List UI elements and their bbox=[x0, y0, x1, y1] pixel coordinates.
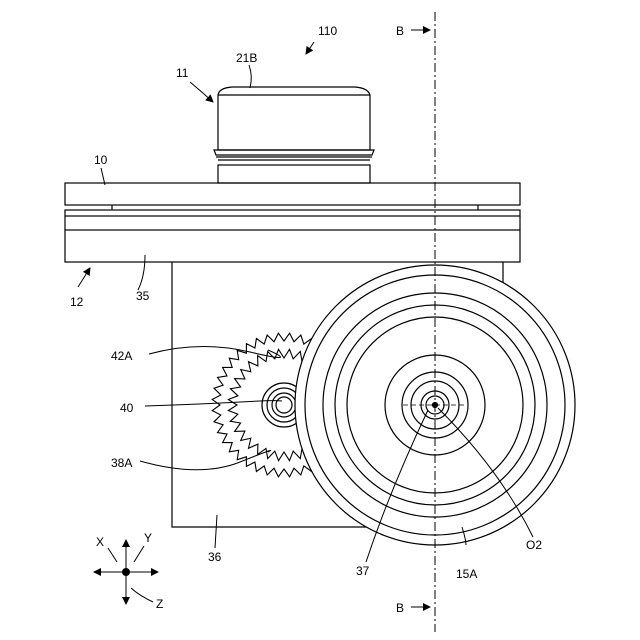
label-b-top: B bbox=[396, 24, 404, 38]
label-36: 36 bbox=[208, 550, 222, 564]
label-10: 10 bbox=[94, 153, 108, 167]
label-15a: 15A bbox=[456, 567, 477, 581]
axes-indicator bbox=[94, 540, 158, 604]
label-38a: 38A bbox=[111, 456, 132, 470]
label-35: 35 bbox=[136, 289, 150, 303]
label-o2: O2 bbox=[526, 538, 542, 552]
label-110: 110 bbox=[318, 24, 337, 38]
axis-label-x: X bbox=[96, 535, 104, 549]
axis-label-y: Y bbox=[144, 531, 152, 545]
label-37: 37 bbox=[356, 564, 370, 578]
motor-21b bbox=[214, 87, 374, 183]
label-42a: 42A bbox=[111, 349, 132, 363]
plate-10 bbox=[65, 183, 520, 262]
label-12: 12 bbox=[70, 295, 84, 309]
label-40: 40 bbox=[120, 401, 134, 415]
axis-label-z: Z bbox=[156, 597, 163, 611]
label-b-bottom: B bbox=[396, 601, 404, 615]
label-21b: 21B bbox=[236, 51, 257, 65]
label-11: 11 bbox=[176, 66, 189, 80]
